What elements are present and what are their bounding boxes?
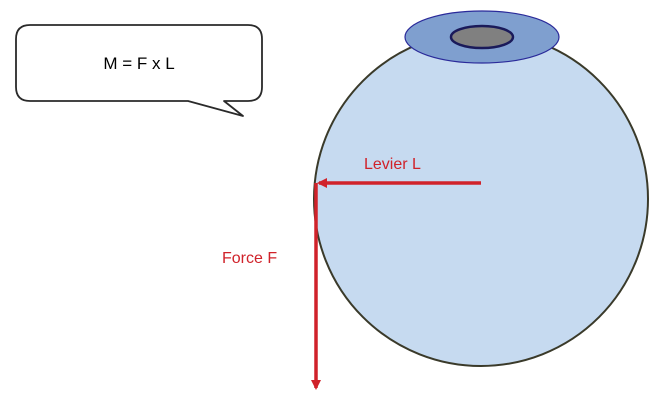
equation-text: M = F x L — [103, 54, 174, 73]
lever-label: Levier L — [364, 156, 421, 173]
eyeball — [314, 32, 648, 366]
force-label: Force F — [222, 250, 277, 267]
pupil — [451, 26, 513, 48]
